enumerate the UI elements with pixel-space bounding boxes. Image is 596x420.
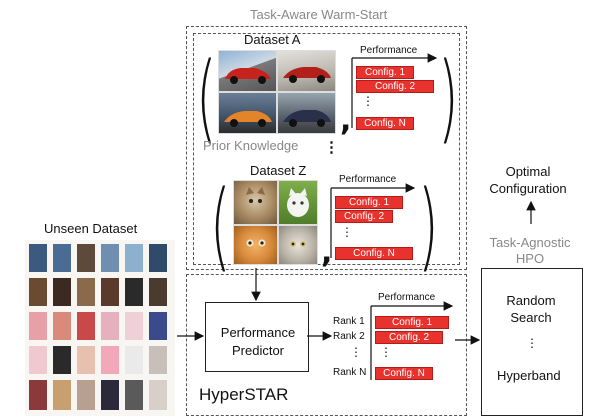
task-agnostic-hpo-label: Task-Agnostic HPO bbox=[489, 235, 571, 266]
dataset-a-dots: ⋮ bbox=[362, 94, 374, 108]
dataset-z-config-n: Config. N bbox=[335, 247, 413, 260]
dataset-z-config-2: Config. 2 bbox=[335, 210, 393, 223]
dataset-z-title: Dataset Z bbox=[250, 163, 307, 178]
dataset-a-performance-label: Performance bbox=[360, 45, 418, 56]
dataset-a-config-2: Config. 2 bbox=[356, 80, 434, 93]
ranking-performance-label: Performance bbox=[378, 292, 436, 303]
dataset-z-comma: , bbox=[321, 235, 333, 270]
dataset-a-comma: , bbox=[340, 103, 352, 138]
dataset-z-left-paren: ( bbox=[210, 170, 231, 282]
cat-image-2 bbox=[278, 180, 318, 225]
dataset-z-performance-label: Performance bbox=[339, 174, 397, 185]
car-image-2 bbox=[277, 50, 336, 92]
cat-image-1 bbox=[233, 180, 278, 225]
dataset-a-config-n: Config. N bbox=[356, 117, 414, 130]
cat-image-3 bbox=[233, 225, 278, 265]
prior-knowledge-container bbox=[193, 33, 460, 265]
rank-n-label: Rank N bbox=[333, 367, 367, 378]
dataset-a-left-paren: ( bbox=[196, 42, 217, 154]
car-image-4 bbox=[277, 92, 336, 134]
ranking-config-2: Config. 2 bbox=[375, 331, 443, 344]
cat-image-4 bbox=[278, 225, 318, 265]
hpo-dots: ⋮ bbox=[526, 336, 538, 350]
hyperstar-container bbox=[186, 274, 467, 416]
ranking-config-1: Config. 1 bbox=[375, 316, 449, 329]
performance-predictor-label: Performance Predictor bbox=[220, 325, 296, 358]
performance-predictor-box bbox=[205, 302, 309, 372]
car-image-3 bbox=[218, 92, 277, 134]
hyperband-label: Hyperband bbox=[497, 368, 561, 383]
dataset-z-config-1: Config. 1 bbox=[335, 196, 403, 209]
rank-1-label: Rank 1 bbox=[333, 316, 365, 327]
dataset-z-right-paren: ) bbox=[418, 170, 439, 282]
ranking-config-dots: ⋮ bbox=[380, 345, 392, 359]
ranking-config-n: Config. N bbox=[375, 367, 433, 380]
task-aware-warm-start-container bbox=[186, 26, 467, 270]
prior-knowledge-label: Prior Knowledge bbox=[203, 138, 299, 153]
hpo-box bbox=[481, 268, 583, 416]
prior-knowledge-dots: ⋮ bbox=[324, 139, 339, 156]
dataset-z-dots: ⋮ bbox=[341, 225, 353, 239]
hyperstar-label: HyperSTAR bbox=[199, 385, 289, 404]
dataset-a-title: Dataset A bbox=[244, 32, 301, 47]
random-search-label: Random Search bbox=[506, 293, 556, 325]
unseen-dataset-label: Unseen Dataset bbox=[44, 221, 138, 236]
dataset-a-config-1: Config. 1 bbox=[356, 66, 414, 79]
rank-dots: ⋮ bbox=[350, 345, 362, 359]
car-image-1 bbox=[218, 50, 277, 92]
unseen-dataset-image-grid bbox=[25, 240, 175, 416]
task-aware-warm-start-title: Task-Aware Warm-Start bbox=[250, 7, 388, 22]
dataset-a-right-paren: ) bbox=[438, 42, 459, 154]
rank-2-label: Rank 2 bbox=[333, 331, 365, 342]
optimal-configuration-label: Optimal Configuration bbox=[489, 164, 567, 196]
